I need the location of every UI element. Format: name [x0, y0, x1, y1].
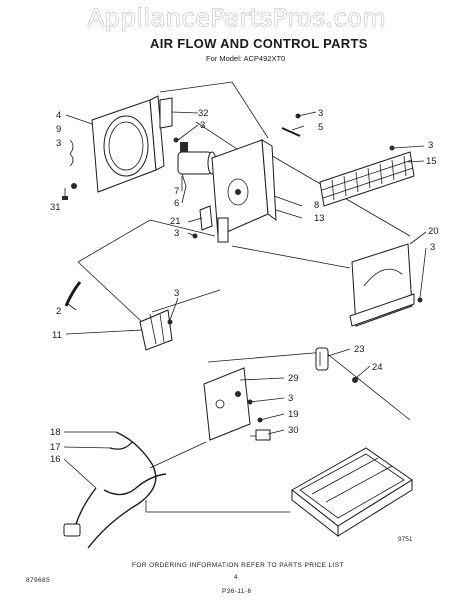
power-cord-harness — [63, 431, 167, 549]
callout-4: 4 — [56, 110, 61, 121]
callout-3: 3 — [288, 393, 293, 404]
callout-7: 7 — [174, 186, 179, 197]
callout-3: 3 — [318, 108, 323, 119]
callout-5: 5 — [318, 122, 323, 133]
callout-24: 24 — [372, 362, 383, 373]
callout-3: 3 — [56, 138, 61, 149]
diagram-title: AIR FLOW AND CONTROL PARTS — [150, 36, 368, 51]
watermark: AppliancePartsPros.com — [87, 4, 387, 33]
model-subtitle: For Model: ACP492XT0 — [206, 54, 286, 63]
callout-leaders — [63, 111, 427, 489]
callout-3: 3 — [428, 140, 433, 151]
callout-23: 23 — [354, 344, 365, 355]
callout-2: 2 — [56, 306, 61, 317]
callout-17: 17 — [50, 442, 61, 453]
callout-6: 6 — [174, 198, 179, 209]
control-bracket — [211, 139, 277, 243]
capacitor — [177, 142, 217, 187]
figure-code: 9751 — [398, 536, 413, 543]
callout-31: 31 — [50, 202, 61, 213]
callout-3: 3 — [174, 228, 179, 239]
callout-11: 11 — [52, 330, 62, 341]
callout-29: 29 — [288, 373, 299, 384]
screw-24 — [352, 377, 358, 383]
document-code: 879685 — [26, 577, 51, 584]
ordering-note: FOR ORDERING INFORMATION REFER TO PARTS … — [132, 562, 344, 569]
louver-grille — [319, 151, 415, 207]
callout-19: 19 — [288, 409, 299, 420]
callout-32: 32 — [198, 108, 209, 119]
shroud-clip — [69, 139, 74, 167]
bracket-21 — [199, 205, 213, 231]
thermostat — [250, 429, 271, 441]
damper-rod — [281, 127, 301, 137]
callout-8: 8 — [314, 200, 319, 211]
mounting-bracket-11 — [139, 309, 173, 351]
callout-20: 20 — [428, 226, 439, 237]
callout-18: 18 — [50, 427, 61, 438]
callout-3: 3 — [200, 120, 205, 131]
air-deflector — [349, 243, 415, 327]
callout-30: 30 — [288, 425, 299, 436]
callout-13: 13 — [314, 213, 325, 224]
control-panel — [203, 367, 251, 441]
drain-tube — [64, 281, 82, 307]
control-knob — [315, 347, 329, 371]
callout-9: 9 — [56, 124, 61, 135]
callout-21: 21 — [170, 216, 181, 227]
callout-3: 3 — [174, 288, 179, 299]
callout-16: 16 — [50, 454, 61, 465]
base-pan — [291, 447, 413, 538]
bracket-32 — [159, 97, 173, 129]
callout-numbers: 4 9 3 31 32 3 7 6 3 5 3 15 8 13 21 3 20 … — [50, 108, 439, 543]
page-code: P36-11-6 — [222, 588, 252, 595]
callout-15: 15 — [426, 156, 437, 167]
page-number: 4 — [234, 574, 239, 581]
callout-3: 3 — [430, 242, 435, 253]
fan-shroud — [91, 95, 165, 193]
screw-31 — [62, 188, 68, 200]
